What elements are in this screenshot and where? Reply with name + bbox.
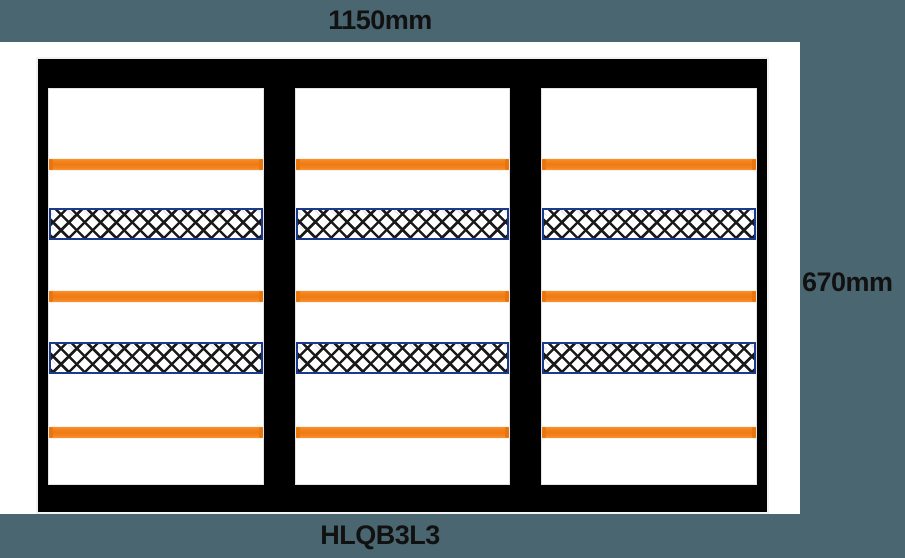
- shelf-rail: [295, 290, 510, 304]
- shelf-rail: [295, 157, 510, 171]
- height-dimension-label: 670mm: [802, 267, 893, 297]
- shelf-rail: [542, 290, 757, 304]
- mesh-band: [49, 207, 263, 240]
- mesh-band: [295, 341, 510, 374]
- right-panel[interactable]: [541, 88, 758, 485]
- shelf-rail: [49, 290, 263, 304]
- mesh-band: [542, 207, 757, 240]
- product-canvas: [0, 42, 800, 514]
- center-panel[interactable]: [294, 88, 511, 485]
- shelf-rail: [49, 157, 263, 171]
- width-dimension-label: 1150mm: [328, 5, 432, 35]
- left-panel[interactable]: [48, 88, 264, 485]
- model-code-label: HLQB3L3: [320, 520, 440, 550]
- shelf-rail: [295, 425, 510, 439]
- shelf-rail: [49, 425, 263, 439]
- mesh-band: [295, 207, 510, 240]
- product-frame: [37, 58, 768, 513]
- mesh-band: [542, 341, 757, 374]
- mesh-band: [49, 341, 263, 374]
- shelf-rail: [542, 425, 757, 439]
- shelf-rail: [542, 157, 757, 171]
